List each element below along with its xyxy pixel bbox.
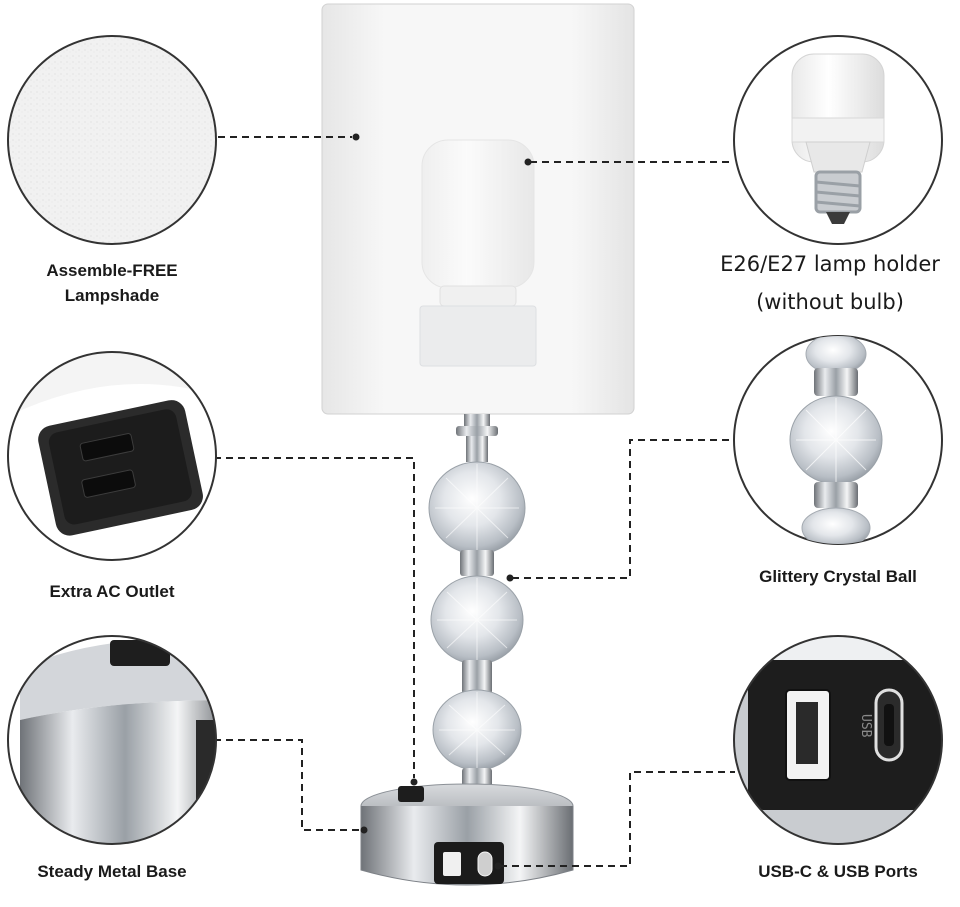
leader-metal-base bbox=[214, 739, 362, 831]
lampshade-label-line2: Lampshade bbox=[64, 286, 160, 305]
metal-base-label-line1: Steady Metal Base bbox=[37, 862, 187, 881]
table-lamp bbox=[321, 3, 635, 886]
leader-ac-outlet bbox=[214, 457, 415, 778]
lampshade-label: Assemble-FREE Lampshade bbox=[10, 258, 214, 308]
light-bulb-icon bbox=[733, 35, 943, 245]
usb-ports-icon: USB bbox=[733, 635, 943, 845]
lamp-holder-label-line2: (without bulb) bbox=[756, 290, 904, 314]
usb-ports-label-line1: USB-C & USB Ports bbox=[758, 862, 918, 881]
bulb-silhouette bbox=[419, 139, 537, 367]
metal-base-label: Steady Metal Base bbox=[8, 859, 216, 884]
crystal-ball-label-line1: Glittery Crystal Ball bbox=[759, 567, 917, 586]
metal-base-icon bbox=[7, 635, 217, 845]
crystal-ball-icon bbox=[733, 335, 943, 545]
leader-lines bbox=[214, 136, 735, 867]
lampshade-label-line1: Assemble-FREE bbox=[46, 261, 178, 280]
ac-outlet-label: Extra AC Outlet bbox=[10, 579, 214, 604]
svg-text:USB: USB bbox=[858, 714, 873, 738]
lamp-holder-label-line1: E26/E27 lamp holder bbox=[720, 252, 940, 276]
ac-outlet-icon bbox=[7, 351, 217, 561]
crystal-ball-label: Glittery Crystal Ball bbox=[726, 564, 950, 589]
power-switch bbox=[398, 786, 424, 802]
lampshade-texture-icon bbox=[7, 35, 217, 245]
lamp-holder-label: E26/E27 lamp holder (without bulb) bbox=[700, 245, 960, 321]
usb-ports-label: USB-C & USB Ports bbox=[726, 859, 950, 884]
ac-outlet-label-line1: Extra AC Outlet bbox=[49, 582, 175, 601]
leader-usb-ports bbox=[500, 771, 735, 867]
leader-crystal-ball bbox=[512, 439, 735, 579]
